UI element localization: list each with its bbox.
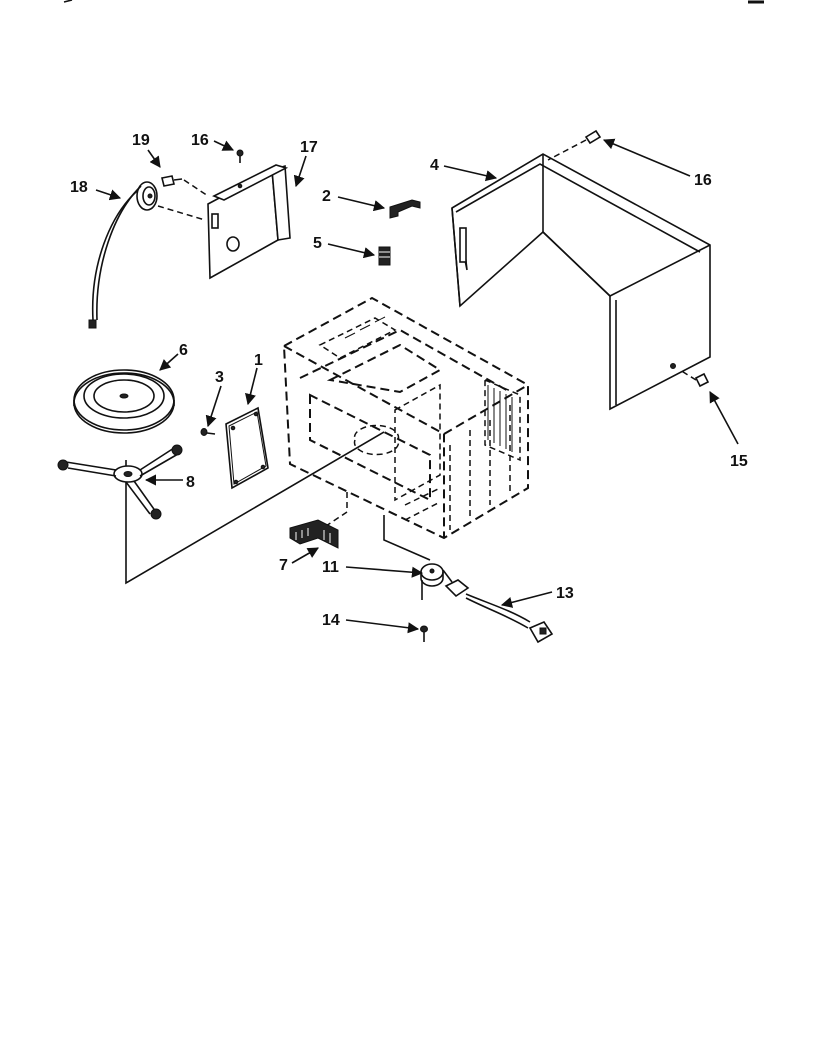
screw-3	[200, 428, 216, 436]
screw-16-left	[236, 149, 244, 163]
label-part-5: 5	[313, 235, 322, 252]
screw-19	[161, 175, 209, 197]
label-part-4: 4	[430, 157, 439, 174]
block-5	[378, 246, 391, 266]
label-part-19: 19	[132, 132, 150, 149]
label-part-16-right: 16	[694, 172, 712, 189]
oven-cavity-dashed	[282, 296, 529, 540]
label-part-17: 17	[300, 139, 318, 156]
label-part-13: 13	[556, 585, 574, 602]
screw-16-right	[547, 129, 602, 161]
label-part-15: 15	[730, 453, 748, 470]
label-part-16-left: 16	[191, 132, 209, 149]
label-part-6: 6	[179, 342, 188, 359]
part-labels: 19 16 17 18 2 5 4 16 15 6 1 3 8 7 11 13 …	[70, 132, 748, 629]
motor-18	[88, 181, 206, 329]
bracket-7	[289, 519, 339, 549]
label-part-11: 11	[322, 559, 339, 576]
label-part-3: 3	[215, 369, 224, 386]
cover-plate-1	[225, 406, 269, 490]
screw-15	[679, 369, 710, 388]
label-part-1: 1	[254, 352, 263, 369]
turntable-glass-6	[73, 369, 175, 434]
motor-bracket	[207, 164, 291, 280]
thermostat-11	[420, 563, 453, 600]
label-part-7: 7	[279, 557, 288, 574]
corner-marks	[63, 0, 764, 4]
label-part-8: 8	[186, 474, 195, 491]
outer-cabinet	[451, 153, 711, 411]
label-part-2: 2	[322, 188, 331, 205]
assembly-lines	[125, 431, 431, 585]
screw-14	[420, 625, 428, 642]
roller-support-8	[57, 444, 183, 520]
label-part-14: 14	[322, 612, 340, 629]
wire-harness-13	[444, 579, 554, 644]
leader-lines	[95, 138, 739, 634]
bracket-2	[389, 199, 421, 219]
label-part-18: 18	[70, 179, 88, 196]
